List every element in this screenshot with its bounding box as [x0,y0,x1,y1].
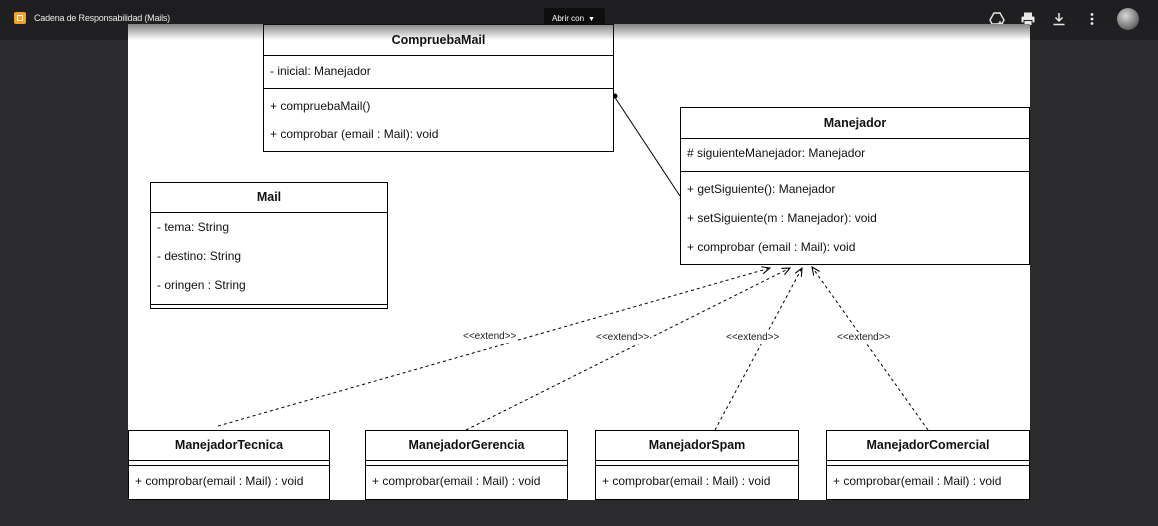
toolbar-shadow [128,24,1030,40]
extend-line-comercial [812,267,929,431]
divider [151,212,387,213]
class-manejador-comercial[interactable]: ManejadorComercial + comprobar(email : M… [826,430,1030,500]
class-attribute: - destino: String [157,249,242,263]
class-attribute: - inicial: Manejador [270,64,371,78]
extend-label: <<extend>> [836,332,892,344]
divider [264,55,613,56]
class-method: + comprobar(email : Mail) : void [833,474,1002,488]
diagram-connectors [217,93,929,431]
extend-line-gerencia [465,268,790,431]
document-title: Cadena de Responsabilidad (Mails) [34,13,170,23]
class-method: + comprobar(email : Mail) : void [135,474,304,488]
divider [151,304,387,305]
class-name: ManejadorComercial [866,438,990,452]
divider [366,460,567,461]
extend-label: <<extend>> [462,331,518,343]
caret-down-icon: ▼ [588,16,595,23]
divider [827,465,1029,466]
open-with-label: Abrir con [552,14,585,23]
divider [129,460,329,461]
association-line [613,95,681,197]
diagram-canvas: CompruebaMail - inicial: Manejador + com… [128,24,1030,500]
divider [681,171,1029,172]
class-method: + getSiguiente(): Manejador [687,182,836,196]
drawio-file-icon [14,12,26,24]
divider [681,138,1029,139]
divider [129,465,329,466]
class-name: ManejadorGerencia [408,438,525,452]
class-name: Mail [256,190,282,204]
class-manejador-gerencia[interactable]: ManejadorGerencia + comprobar(email : Ma… [365,430,568,500]
class-method: + setSiguiente(m : Manejador): void [687,211,877,225]
divider [596,460,798,461]
more-vert-icon[interactable] [1081,8,1103,30]
class-attribute: # siguienteManejador: Manejador [687,146,866,160]
class-attribute: - oringen : String [157,278,246,292]
class-name: ManejadorSpam [648,438,746,452]
class-name: ManejadorTecnica [174,438,284,452]
divider [264,88,613,89]
class-method: + comprobar(email : Mail) : void [372,474,541,488]
class-method: + comprobar (email : Mail): void [687,240,856,254]
class-manejador[interactable]: Manejador # siguienteManejador: Manejado… [680,107,1030,265]
class-attribute: - tema: String [157,220,230,234]
account-avatar[interactable] [1117,8,1139,30]
extend-label: <<extend>> [725,332,781,344]
download-icon[interactable] [1048,8,1070,30]
divider [596,465,798,466]
class-method: + comprobar (email : Mail): void [270,127,439,141]
divider [827,460,1029,461]
class-name: Manejador [823,116,887,130]
class-mail[interactable]: Mail - tema: String - destino: String - … [150,182,388,309]
class-method: + comprobar(email : Mail) : void [602,474,771,488]
class-manejador-tecnica[interactable]: ManejadorTecnica + comprobar(email : Mai… [128,430,330,500]
print-icon[interactable] [1017,8,1039,30]
extend-label: <<extend>> [595,332,651,344]
class-method: + compruebaMail() [270,99,371,113]
divider [366,465,567,466]
class-manejador-spam[interactable]: ManejadorSpam + comprobar(email : Mail) … [595,430,799,500]
extend-line-spam [714,268,802,431]
class-comprueba-mail[interactable]: CompruebaMail - inicial: Manejador + com… [263,24,614,152]
